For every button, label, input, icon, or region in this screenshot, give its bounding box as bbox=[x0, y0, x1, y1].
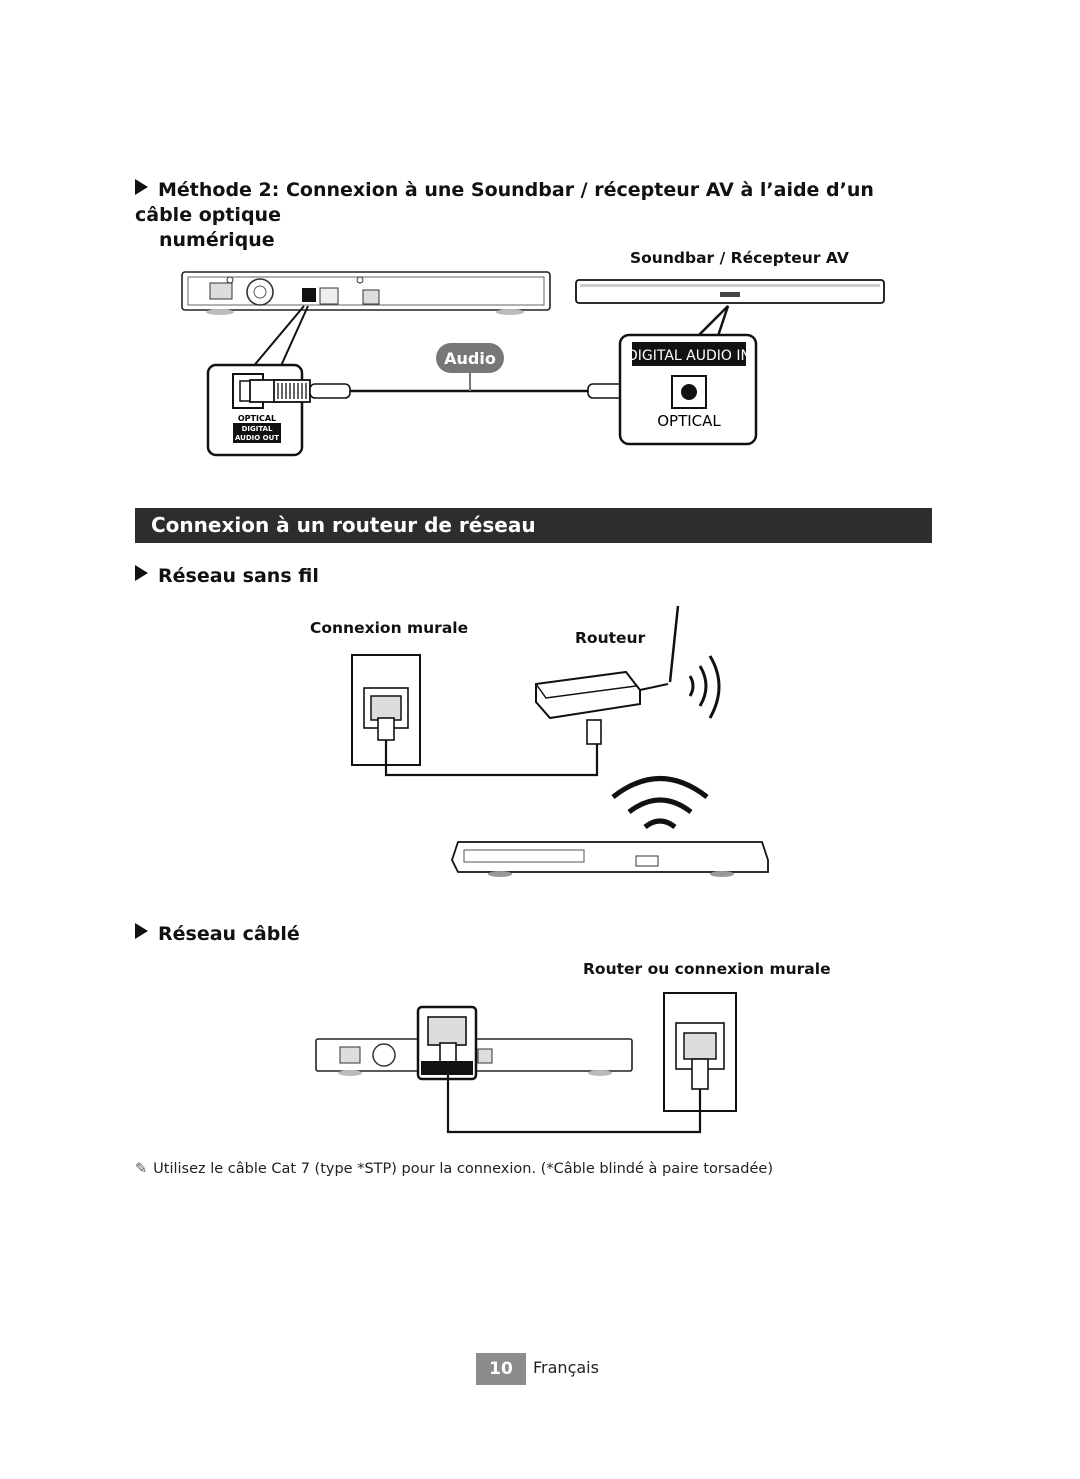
ethernet-cable bbox=[446, 1075, 702, 1134]
soundbar bbox=[575, 279, 885, 304]
wall-outlet bbox=[351, 654, 421, 766]
soundbar-label: Soundbar / Récepteur AV bbox=[630, 249, 849, 267]
triangle-bullet-icon bbox=[135, 565, 148, 581]
network-section-banner: Connexion à un routeur de réseau bbox=[135, 508, 932, 543]
wifi-signal-router-icon bbox=[688, 655, 721, 719]
cable-note: ✎Utilisez le câble Cat 7 (type *STP) pou… bbox=[135, 1161, 773, 1177]
optical-connection-diagram: OPTICAL DIGITAL AUDIO OUT Audio DIGITAL … bbox=[181, 271, 885, 457]
digital-audio-in-label: DIGITAL AUDIO IN bbox=[627, 348, 751, 364]
digital-audio-out-line2: AUDIO OUT bbox=[235, 434, 279, 442]
lan-port-zoom bbox=[416, 1005, 478, 1081]
triangle-bullet-icon bbox=[135, 179, 148, 195]
ethernet-cable bbox=[384, 740, 599, 777]
wireless-network-diagram bbox=[351, 605, 769, 877]
wired-network-diagram bbox=[315, 992, 737, 1134]
method2-heading-line2: numérique bbox=[159, 229, 275, 251]
method2-heading: Méthode 2: Connexion à une Soundbar / ré… bbox=[135, 179, 874, 251]
wifi-signal-player-icon bbox=[611, 776, 709, 830]
footer-language: Français bbox=[533, 1358, 599, 1377]
page-number: 10 bbox=[476, 1353, 526, 1385]
router-label: Routeur bbox=[575, 629, 646, 647]
audio-badge-label: Audio bbox=[444, 349, 496, 368]
audio-badge bbox=[436, 343, 504, 373]
optical-cable bbox=[249, 377, 681, 405]
optical-in-label: OPTICAL bbox=[657, 412, 721, 430]
optical-out-port-zoom: OPTICAL DIGITAL AUDIO OUT bbox=[206, 363, 304, 457]
digital-audio-out-line1: DIGITAL bbox=[242, 425, 273, 433]
router bbox=[535, 605, 680, 745]
pencil-note-icon: ✎ bbox=[135, 1161, 148, 1177]
wireless-heading: Réseau sans fil bbox=[135, 564, 319, 589]
digital-audio-in-zoom: DIGITAL AUDIO IN OPTICAL bbox=[618, 333, 758, 446]
wall-connection-label: Connexion murale bbox=[310, 619, 469, 637]
wired-heading: Réseau câblé bbox=[135, 922, 300, 947]
optical-out-label: OPTICAL bbox=[238, 414, 276, 423]
router-or-wall-label: Router ou connexion murale bbox=[583, 960, 831, 978]
blu-ray-player bbox=[451, 841, 769, 877]
player-back-panel bbox=[181, 271, 551, 315]
triangle-bullet-icon bbox=[135, 923, 148, 939]
